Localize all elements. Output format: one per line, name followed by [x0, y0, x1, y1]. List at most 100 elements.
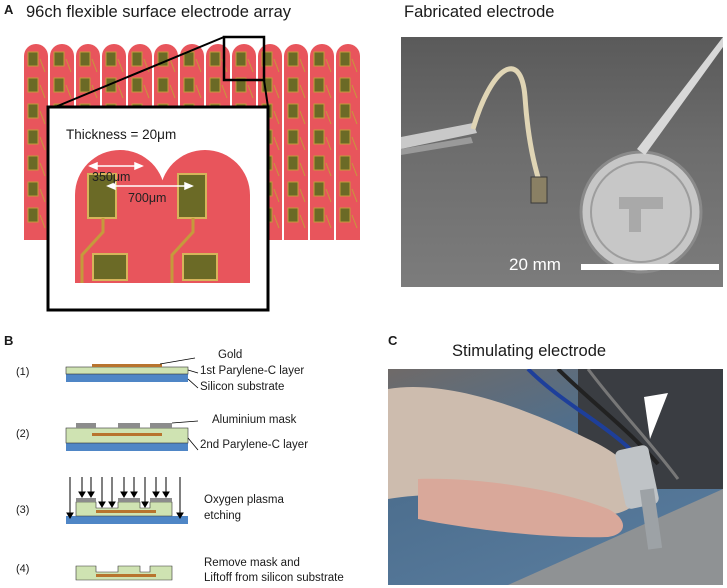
electrode-pad	[53, 51, 65, 67]
electrode-pad	[27, 207, 39, 223]
electrode-pad	[53, 77, 65, 93]
electrode-trace	[39, 110, 46, 125]
electrode-trace	[325, 136, 332, 151]
electrode-trace	[195, 84, 202, 99]
electrode-trace	[39, 136, 46, 151]
panel-a-letter: A	[4, 2, 14, 17]
electrode-trace	[247, 58, 254, 73]
electrode-pad	[261, 77, 273, 93]
electrode-pad	[27, 103, 39, 119]
electrode-trace	[299, 162, 306, 177]
electrode-trace	[273, 58, 280, 73]
step-2-stack	[65, 420, 199, 451]
electrode-pad	[79, 51, 91, 67]
electrode-pad	[339, 129, 351, 145]
electrode-trace	[325, 84, 332, 99]
electrode-trace	[39, 84, 46, 99]
zoom-line-left	[47, 36, 225, 111]
panel-b-letter: B	[4, 333, 14, 348]
electrode-trace	[351, 58, 358, 73]
scale-bar-label: 20 mm	[509, 255, 561, 274]
fabrication-steps-diagram	[65, 357, 199, 581]
step-3-number: (3)	[16, 504, 30, 516]
electrode-pad	[27, 77, 39, 93]
electrode-pad	[105, 51, 117, 67]
plasma-arrows	[66, 477, 184, 519]
label-silicon-substrate: Silicon substrate	[200, 381, 285, 393]
step-3-stack	[66, 477, 188, 524]
electrode-trace	[299, 110, 306, 125]
electrode-trace	[273, 84, 280, 99]
electrode-trace	[221, 84, 228, 99]
label-oxygen-plasma: Oxygen plasma	[204, 494, 284, 506]
label-gold: Gold	[218, 349, 243, 361]
electrode-pad	[209, 77, 221, 93]
electrode-pad	[313, 207, 325, 223]
panel-c-letter: C	[388, 333, 398, 348]
electrode-pad	[131, 77, 143, 93]
electrode-pad	[287, 103, 299, 119]
electrode-pad	[287, 129, 299, 145]
zoom-box	[222, 35, 266, 82]
step-4-stack	[75, 565, 173, 581]
panel-a-right-title: Fabricated electrode	[404, 3, 555, 21]
electrode-pad	[183, 51, 195, 67]
electrode-pad	[235, 77, 247, 93]
electrode-pad	[287, 181, 299, 197]
stimulating-electrode-photo	[388, 369, 723, 585]
electrode-trace	[169, 84, 176, 99]
electrode-trace	[299, 188, 306, 203]
electrode-trace	[351, 110, 358, 125]
electrode-pad	[313, 51, 325, 67]
electrode-trace	[195, 58, 202, 73]
step-2-number: (2)	[16, 428, 30, 440]
dimension-350-label: 350μm	[92, 170, 131, 184]
electrode-pad	[131, 51, 143, 67]
electrode-trace	[247, 84, 254, 99]
electrode-pad	[287, 77, 299, 93]
electrode-array-diagram	[24, 35, 360, 312]
electrode-pad	[313, 155, 325, 171]
electrode-trace	[273, 136, 280, 151]
electrode-trace	[351, 188, 358, 203]
electrode-trace	[325, 110, 332, 125]
electrode-pad	[313, 103, 325, 119]
electrode-pad	[27, 129, 39, 145]
electrode-pad	[287, 51, 299, 67]
step-1-stack	[65, 357, 199, 389]
electrode-pad	[27, 155, 39, 171]
electrode-trace	[39, 214, 46, 229]
dimension-700-label: 700μm	[128, 191, 167, 205]
electrode-pad	[183, 77, 195, 93]
electrode-trace	[273, 188, 280, 203]
step-4-number: (4)	[16, 563, 30, 575]
electrode-trace	[39, 188, 46, 203]
electrode-pad	[235, 51, 247, 67]
electrode-trace	[325, 58, 332, 73]
electrode-trace	[325, 214, 332, 229]
electrode-trace	[39, 162, 46, 177]
label-first-parylene: 1st Parylene-C layer	[200, 365, 305, 377]
electrode-trace	[39, 58, 46, 73]
electrode-trace	[91, 58, 98, 73]
electrode-pad	[339, 103, 351, 119]
label-second-parylene: 2nd Parylene-C layer	[200, 439, 309, 451]
electrode-pad	[287, 155, 299, 171]
electrode-trace	[143, 84, 150, 99]
fabricated-electrode-photo: 20 mm	[401, 37, 723, 287]
label-etching: etching	[204, 510, 242, 522]
label-aluminium-mask: Aluminium mask	[212, 414, 297, 426]
label-remove-mask: Remove mask and	[204, 557, 300, 569]
electrode-trace	[351, 162, 358, 177]
electrode-trace	[273, 162, 280, 177]
electrode-trace	[325, 188, 332, 203]
electrode-trace	[351, 136, 358, 151]
electrode-pad	[339, 181, 351, 197]
electrode-trace	[117, 58, 124, 73]
electrode-pad	[339, 77, 351, 93]
electrode-trace	[299, 84, 306, 99]
electrode-pad	[313, 77, 325, 93]
electrode-trace	[273, 110, 280, 125]
panel-a-left-title: 96ch flexible surface electrode array	[26, 3, 292, 21]
inset-thickness-label: Thickness = 20μm	[66, 127, 177, 142]
